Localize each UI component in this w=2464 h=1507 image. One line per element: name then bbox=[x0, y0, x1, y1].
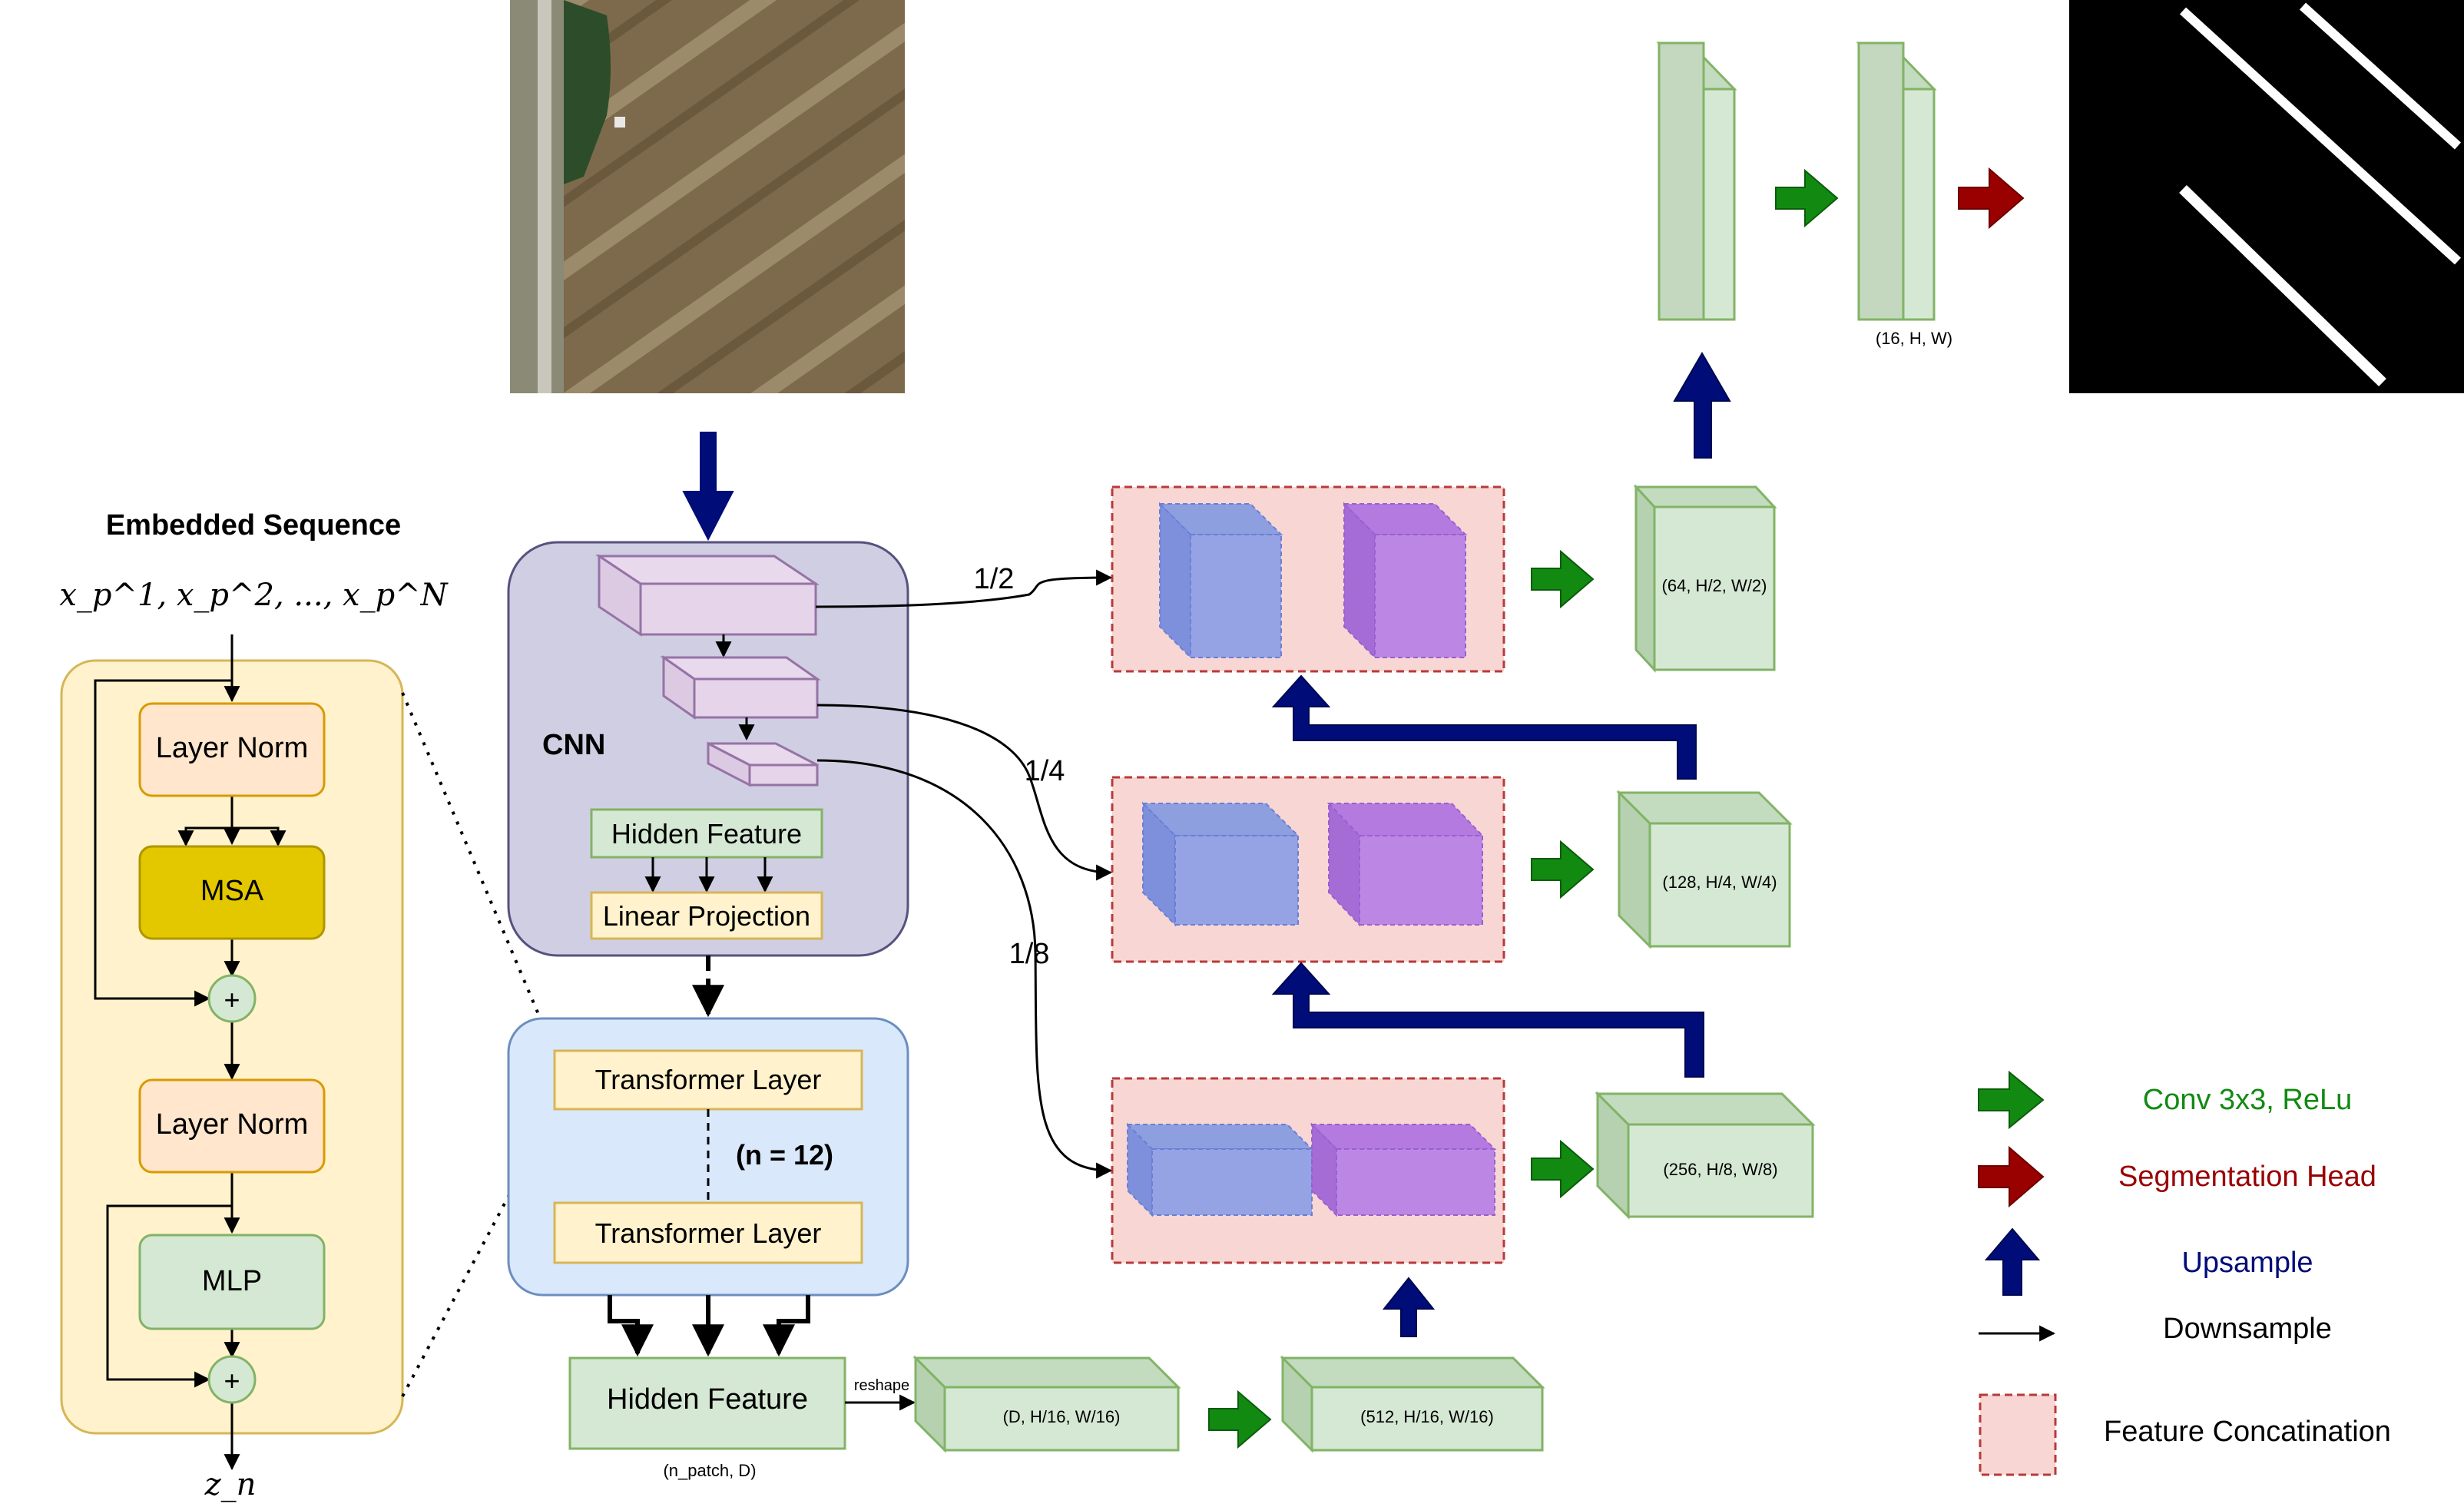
conv-arrow-top bbox=[1775, 168, 1839, 228]
reshape-label: reshape bbox=[854, 1377, 909, 1394]
concat-block-eighth bbox=[1111, 1077, 1505, 1264]
feature-map-d-16 bbox=[912, 1355, 1181, 1453]
residual-add-2-symbol: + bbox=[224, 1365, 240, 1396]
msa-block bbox=[138, 845, 326, 940]
conv-arrow-eighth bbox=[1531, 1139, 1595, 1199]
legend-downsample-label: Downsample bbox=[2163, 1313, 2332, 1345]
hidden-feature-bottom-shape: (n_patch, D) bbox=[663, 1461, 756, 1480]
legend-conv-arrow bbox=[1978, 1070, 2045, 1130]
feature-map-512-label: (512, H/16, W/16) bbox=[1360, 1407, 1494, 1426]
feature-map-d-16-label: (D, H/16, W/16) bbox=[1003, 1407, 1121, 1426]
cnn-feature-map-1 bbox=[595, 554, 820, 637]
skip-connection-eighth bbox=[816, 759, 1113, 1179]
feature-map-256 bbox=[1595, 1091, 1816, 1220]
decoder-slab-1 bbox=[1656, 41, 1737, 321]
legend-seg-arrow bbox=[1978, 1145, 2045, 1208]
upsample-arrows bbox=[1271, 352, 1731, 1337]
aerial-input-image bbox=[510, 0, 905, 393]
transformer-layer-top bbox=[553, 1049, 863, 1111]
conv-arrow-bottom bbox=[1208, 1389, 1272, 1449]
hidden-feature-bottom-label: Hidden Feature bbox=[607, 1383, 808, 1416]
mlp-block bbox=[138, 1234, 326, 1330]
legend: Conv 3x3, ReLu Segmentation Head Upsampl… bbox=[1978, 1070, 2391, 1476]
legend-concat-label: Feature Concatination bbox=[2104, 1416, 2391, 1448]
transformer-layer-top-label: Transformer Layer bbox=[595, 1064, 822, 1095]
skip-connection-half bbox=[815, 569, 1113, 608]
segmentation-output-mask bbox=[2069, 0, 2464, 393]
cnn-feature-map-2 bbox=[660, 655, 821, 720]
feature-map-64-label: (64, H/2, W/2) bbox=[1662, 576, 1767, 595]
upsample-arrow-128 bbox=[1271, 674, 1697, 780]
cnn-hidden-feature-label: Hidden Feature bbox=[611, 818, 802, 850]
transformer-layer-bottom-label: Transformer Layer bbox=[595, 1217, 822, 1249]
upsample-arrow-256 bbox=[1271, 962, 1704, 1078]
linear-projection-block bbox=[590, 891, 823, 940]
conv-arrows bbox=[1208, 168, 1839, 1449]
legend-seg-label: Segmentation Head bbox=[2118, 1161, 2376, 1193]
residual-add-2 bbox=[207, 1355, 257, 1404]
skip-label-quarter: 1/4 bbox=[1025, 755, 1065, 787]
feature-map-128-label: (128, H/4, W/4) bbox=[1662, 873, 1777, 892]
msa-label: MSA bbox=[200, 875, 264, 907]
legend-concat-swatch bbox=[1979, 1393, 2057, 1476]
concat-block-half bbox=[1111, 485, 1505, 673]
transformer-repeat-count: (n = 12) bbox=[736, 1139, 833, 1171]
linear-projection-label: Linear Projection bbox=[603, 900, 810, 932]
feature-map-512 bbox=[1280, 1355, 1545, 1453]
skip-label-eighth: 1/8 bbox=[1009, 938, 1050, 970]
residual-add-1 bbox=[207, 974, 257, 1023]
hidden-feature-bottom-block bbox=[568, 1356, 846, 1450]
segmentation-head-arrow bbox=[1958, 167, 2025, 230]
skip-label-half: 1/2 bbox=[974, 563, 1015, 595]
encoder-output-zn: z_n bbox=[204, 1467, 257, 1502]
legend-upsample-arrow bbox=[1984, 1227, 2041, 1296]
conv-arrow-half bbox=[1531, 549, 1595, 609]
input-to-cnn-arrow bbox=[682, 491, 734, 542]
feature-map-64 bbox=[1633, 484, 1777, 673]
legend-conv-label: Conv 3x3, ReLu bbox=[2143, 1084, 2353, 1116]
residual-add-1-symbol: + bbox=[224, 984, 240, 1015]
concat-block-quarter bbox=[1111, 776, 1505, 963]
layer-norm-1-label: Layer Norm bbox=[156, 732, 309, 764]
layer-norm-2-label: Layer Norm bbox=[156, 1108, 309, 1141]
input-token-sequence: x_p^1, x_p^2, ..., x_p^N bbox=[59, 578, 449, 613]
layer-norm-1-block bbox=[138, 702, 326, 797]
conv-arrow-quarter bbox=[1531, 840, 1595, 899]
layer-norm-2-block bbox=[138, 1078, 326, 1174]
skip-connection-quarter bbox=[816, 704, 1113, 881]
feature-map-16-label: (16, H, W) bbox=[1876, 329, 1952, 348]
transformer-layer-bottom bbox=[553, 1201, 863, 1264]
legend-upsample-label: Upsample bbox=[2181, 1247, 2313, 1279]
feature-map-256-label: (256, H/8, W/8) bbox=[1663, 1160, 1777, 1179]
mlp-label: MLP bbox=[202, 1265, 262, 1297]
cnn-hidden-feature-block bbox=[590, 808, 823, 859]
upsample-arrow-512 bbox=[1382, 1277, 1436, 1337]
embedded-sequence-title: Embedded Sequence bbox=[106, 509, 401, 542]
cnn-feature-map-3 bbox=[707, 741, 819, 787]
cnn-label: CNN bbox=[542, 729, 605, 761]
upsample-arrow-64 bbox=[1673, 352, 1731, 459]
feature-map-128 bbox=[1616, 790, 1793, 949]
feature-map-16 bbox=[1856, 41, 1937, 321]
